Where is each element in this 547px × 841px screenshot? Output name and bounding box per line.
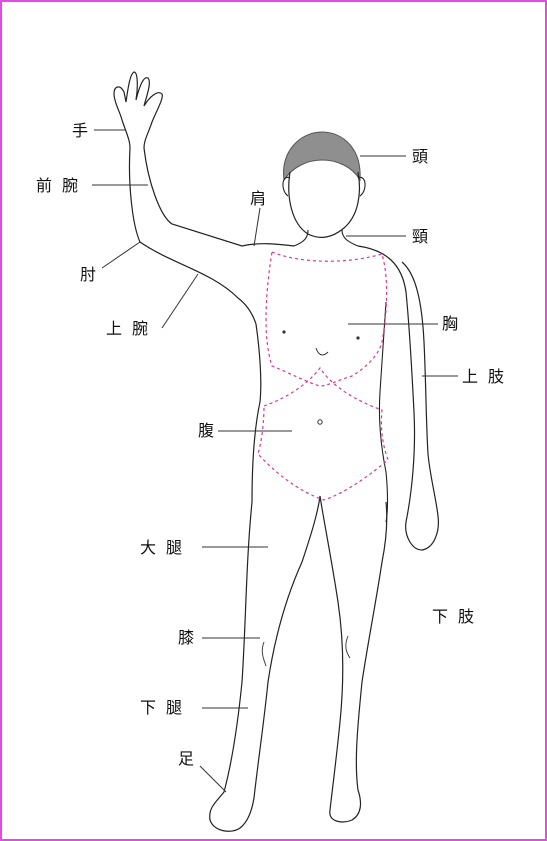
label-elbow: 肘 [80, 266, 96, 284]
label-chest: 胸 [442, 315, 458, 333]
raised-arm-inner [122, 120, 256, 324]
label-forearm: 前腕 [36, 177, 88, 195]
left-nipple [282, 330, 285, 333]
label-head: 頭 [412, 148, 428, 166]
label-lower-leg: 下腿 [140, 699, 192, 717]
right-leg [320, 496, 387, 822]
label-upper-limb: 上肢 [462, 368, 514, 386]
label-lower-limb: 下肢 [432, 608, 484, 626]
hair [283, 132, 360, 180]
right-nipple [356, 336, 359, 339]
label-upper-arm: 上腕 [106, 320, 158, 338]
neck [294, 230, 358, 246]
leader-lines [92, 130, 458, 792]
label-hand: 手 [72, 122, 88, 140]
label-thigh: 大腿 [140, 539, 192, 557]
label-neck: 頸 [412, 228, 428, 246]
label-knee: 膝 [178, 629, 194, 647]
abdomen-region [258, 368, 388, 500]
label-foot: 足 [178, 750, 194, 768]
chest-region [266, 252, 387, 386]
label-shoulder: 肩 [250, 190, 266, 208]
navel [318, 420, 322, 424]
raised-arm-outer [114, 72, 294, 246]
sternum-mark [316, 348, 328, 355]
hanging-arm-inner [379, 302, 386, 472]
hanging-arm-outer [358, 246, 438, 550]
torso-left [252, 324, 261, 502]
label-abdomen: 腹 [198, 422, 214, 440]
head-outline [289, 172, 360, 237]
